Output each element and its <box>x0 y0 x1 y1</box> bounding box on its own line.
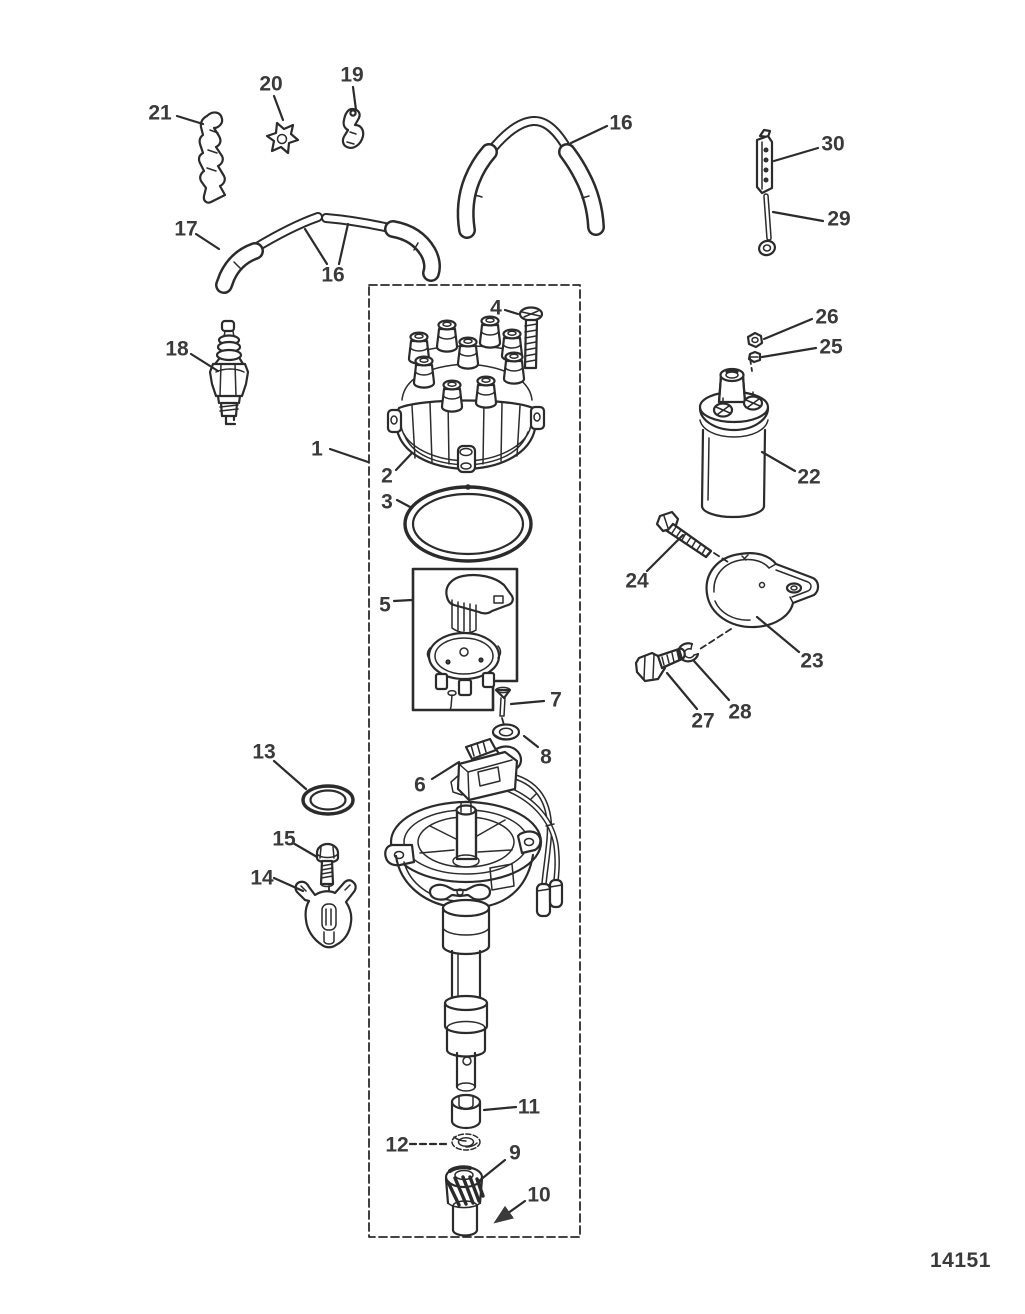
callout-10-leader-line <box>493 1199 527 1224</box>
callout-13-leader-line <box>272 759 308 791</box>
callout-number-15: 15 <box>272 828 296 851</box>
callout-17-leader-line <box>194 232 221 251</box>
callout-24-leader-line <box>645 533 685 573</box>
part-28-lock-washer <box>677 642 700 663</box>
part-8-washer <box>491 723 521 741</box>
part-3-cap-gasket <box>403 484 533 563</box>
callout-30-leader-line <box>772 146 820 163</box>
part-15-screw <box>315 842 340 888</box>
part-2-distributor-cap <box>386 315 546 474</box>
callout-1-leader-line <box>328 447 370 464</box>
part-5-rotor-kit <box>411 567 519 712</box>
callout-number-20: 20 <box>259 73 282 96</box>
part-16-spark-plug-wire-arc <box>456 116 605 239</box>
distributor-housing <box>384 800 543 1092</box>
callout-14-leader-line <box>272 876 305 893</box>
callout-9-leader-line <box>477 1158 507 1183</box>
part-11-bushing <box>450 1093 482 1130</box>
callout-15-leader-line <box>291 841 319 859</box>
callout-number-24: 24 <box>625 570 649 593</box>
callout-number-2: 2 <box>381 465 393 488</box>
callout-16-leader-line <box>337 222 350 266</box>
callout-number-14: 14 <box>250 867 274 890</box>
part-19-clip <box>341 107 365 149</box>
part-14-fork-clamp <box>294 879 357 949</box>
callout-number-4: 4 <box>490 297 502 320</box>
callout-6-leader-line <box>430 760 461 781</box>
callout-number-3: 3 <box>381 491 393 514</box>
callout-number-22: 22 <box>797 466 820 489</box>
callout-3-leader-line <box>395 498 414 510</box>
callout-number-16: 16 <box>321 264 344 287</box>
callout-number-26: 26 <box>815 306 838 329</box>
callout-8-leader-line <box>522 734 540 749</box>
part-17-spark-plug-wire <box>215 212 441 294</box>
callout-number-7: 7 <box>550 689 562 712</box>
callout-18-leader-line <box>189 352 220 373</box>
part-18-spark-plug <box>208 319 250 426</box>
callout-number-30: 30 <box>821 133 844 156</box>
callout-number-13: 13 <box>252 741 275 764</box>
part-13-o-ring <box>301 784 355 816</box>
callout-number-27: 27 <box>691 710 714 733</box>
callout-number-19: 19 <box>340 64 363 87</box>
part-21-wire-retainer-clip <box>197 111 227 204</box>
part-12-wave-washer <box>451 1133 481 1151</box>
part-7-screw <box>494 686 512 726</box>
part-1-distributor-assembly-box <box>368 284 581 1238</box>
part-6-sensor-assembly <box>450 737 564 918</box>
callout-16-leader-line <box>569 124 609 145</box>
callout-number-8: 8 <box>540 746 552 769</box>
callout-number-21: 21 <box>148 102 172 125</box>
callout-number-12: 12 <box>385 1134 408 1157</box>
part-22-ignition-coil <box>698 367 770 519</box>
callout-4-leader-line <box>503 308 520 316</box>
callout-7-leader-line <box>509 699 546 706</box>
callout-25-leader-line <box>760 346 818 359</box>
part-10-gear-base <box>451 1200 479 1237</box>
callout-number-1: 1 <box>311 438 323 461</box>
callout-number-18: 18 <box>165 338 189 361</box>
callout-26-leader-line <box>762 317 814 341</box>
callout-number-23: 23 <box>800 650 823 673</box>
part-29-ground-wire <box>758 193 776 257</box>
callout-number-6: 6 <box>414 774 426 797</box>
callout-number-16: 16 <box>609 112 632 135</box>
callout-19-leader-line <box>351 85 358 112</box>
callout-29-leader-line <box>771 210 825 223</box>
callout-20-leader-line <box>272 94 285 122</box>
part-20-star-clip <box>265 121 300 155</box>
part-23-coil-clamp <box>705 552 820 629</box>
part-30-terminal-strap <box>755 128 774 195</box>
callout-5-leader-line <box>392 598 414 603</box>
part-9-drive-gear <box>444 1165 485 1237</box>
callout-22-leader-line <box>760 450 797 473</box>
part-24-bolt <box>655 510 713 559</box>
part-4-cap-screw <box>518 306 544 370</box>
figure-number: 14151 <box>930 1249 991 1272</box>
callout-number-17: 17 <box>174 218 197 241</box>
assembly-dash-lines <box>699 357 753 650</box>
part-25-nut <box>747 350 762 364</box>
callout-2-leader-line <box>394 451 414 472</box>
callout-number-28: 28 <box>728 701 752 724</box>
callout-number-11: 11 <box>518 1096 541 1119</box>
callout-11-leader-line <box>482 1105 518 1112</box>
callout-28-leader-line <box>692 659 731 702</box>
callout-21-leader-line <box>175 114 205 126</box>
callout-16-leader-line <box>303 227 329 266</box>
callout-number-10: 10 <box>527 1184 550 1207</box>
callout-27-leader-line <box>665 671 699 711</box>
callout-number-5: 5 <box>379 594 391 617</box>
callout-23-leader-line <box>755 615 801 654</box>
callout-number-9: 9 <box>509 1142 521 1165</box>
part-26-nut <box>746 331 764 349</box>
callout-number-29: 29 <box>827 208 850 231</box>
callout-number-25: 25 <box>819 336 843 359</box>
